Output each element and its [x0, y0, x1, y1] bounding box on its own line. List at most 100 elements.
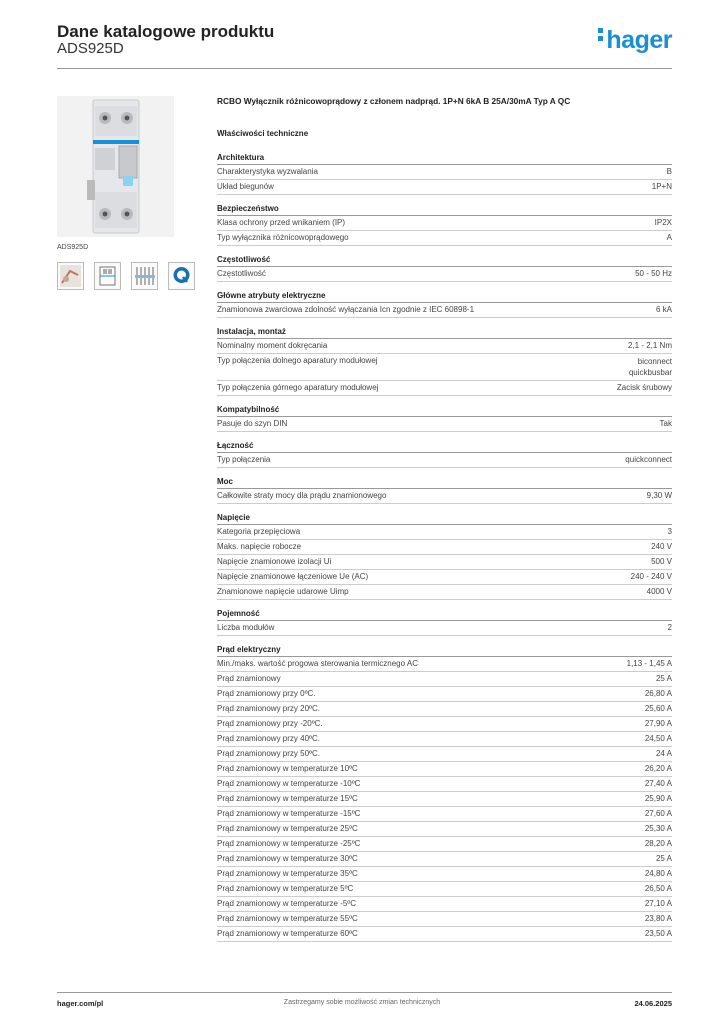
spec-value-line: 25,90 A — [644, 794, 672, 803]
spec-row: Całkowite straty mocy dla prądu znamiono… — [217, 489, 672, 504]
spec-row: Prąd znamionowy w temperaturze 30ºC 25 A — [217, 852, 672, 867]
spec-row: Prąd znamionowy przy -20ºC.27,90 A — [217, 717, 672, 732]
spec-label: Prąd znamionowy w temperaturze 60ºC — [217, 929, 358, 938]
spec-value: Zacisk śrubowy — [617, 381, 672, 395]
spec-value: 4000 V — [647, 585, 672, 599]
spec-row: Klasa ochrony przed wnikaniem (IP) IP2X — [217, 216, 672, 231]
spec-value: 27,90 A — [645, 717, 672, 731]
thumbnail-wiring-photo[interactable] — [57, 262, 84, 290]
spec-value: 500 V — [651, 555, 672, 569]
thumbnail-mounting-diagram[interactable] — [94, 262, 121, 290]
spec-label: Typ wyłącznika różnicowoprądowego — [217, 233, 349, 242]
spec-value-line: 26,20 A — [644, 764, 672, 773]
spec-label: Prąd znamionowy w temperaturze 10ºC — [217, 764, 358, 773]
spec-row: Prąd znamionowy w temperaturze 5ºC 26,50 … — [217, 882, 672, 897]
spec-value-line: B — [666, 167, 672, 176]
spec-value: 26,50 A — [645, 882, 672, 896]
spec-label: Prąd znamionowy przy 50ºC. — [217, 749, 320, 758]
spec-group-title: Łączność — [217, 441, 672, 453]
spec-value-line: 23,50 A — [644, 929, 672, 938]
spec-value: 2,1 - 2,1 Nm — [628, 339, 672, 353]
footer-website-link[interactable]: hager.com/pl — [57, 999, 104, 1008]
spec-label: Typ połączenia górnego aparatury modułow… — [217, 383, 379, 392]
spec-value-line: 6 kA — [655, 305, 672, 314]
spec-label: Klasa ochrony przed wnikaniem (IP) — [217, 218, 346, 227]
spec-label: Pasuje do szyn DIN — [217, 419, 288, 428]
spec-value-line: 28,20 A — [644, 839, 672, 848]
spec-label: Prąd znamionowy — [217, 674, 281, 683]
spec-value-line: 25,30 A — [644, 824, 672, 833]
spec-value: 240 - 240 V — [631, 570, 672, 584]
spec-group-title: Architektura — [217, 153, 672, 165]
product-description: RCBO Wyłącznik różnicowoprądowy z człone… — [217, 96, 571, 106]
spec-value-line: 50 - 50 Hz — [635, 269, 672, 278]
thumbnail-quality-certificate[interactable] — [168, 262, 195, 290]
spec-label: Prąd znamionowy w temperaturze 35ºC — [217, 869, 358, 878]
spec-label: Prąd znamionowy w temperaturze 30ºC — [217, 854, 358, 863]
spec-label: Liczba modułów — [217, 623, 275, 632]
logo-dots-icon — [598, 28, 604, 44]
spec-label: Min./maks. wartość progowa sterowania te… — [217, 659, 418, 668]
spec-value: 27,10 A — [645, 897, 672, 911]
spec-row: Znamionowa zwarciowa zdolność wyłączania… — [217, 303, 672, 318]
spec-value-line: 2,1 - 2,1 Nm — [627, 341, 672, 350]
thumbnail-busbar-diagram[interactable] — [131, 262, 158, 290]
spec-label: Napięcie znamionowe łączeniowe Ue (AC) — [217, 572, 369, 581]
spec-row: Min./maks. wartość progowa sterowania te… — [217, 657, 672, 672]
spec-value-line: 240 - 240 V — [630, 572, 672, 581]
spec-label: Znamionowe napięcie udarowe Uimp — [217, 587, 349, 596]
spec-value: 27,40 A — [645, 777, 672, 791]
spec-value-line: 9,30 W — [646, 491, 672, 500]
spec-value: 24,80 A — [645, 867, 672, 881]
spec-content: RCBO Wyłącznik różnicowoprądowy z człone… — [217, 96, 672, 951]
spec-label: Prąd znamionowy w temperaturze -5ºC — [217, 899, 356, 908]
spec-group-title: Bezpieczeństwo — [217, 204, 672, 216]
spec-value-line: 24,50 A — [644, 734, 672, 743]
spec-label: Prąd znamionowy przy 40ºC. — [217, 734, 320, 743]
spec-label: Prąd znamionowy w temperaturze 5ºC — [217, 884, 354, 893]
busbar-diagram-icon — [135, 267, 155, 285]
section-title: Właściwości techniczne — [217, 129, 309, 138]
spec-value: IP2X — [655, 216, 672, 230]
spec-row: Prąd znamionowy przy 0ºC.26,80 A — [217, 687, 672, 702]
rcbo-device-image — [57, 96, 174, 237]
spec-row: Prąd znamionowy przy 20ºC.25,60 A — [217, 702, 672, 717]
spec-value-line: quickbusbar — [628, 368, 672, 377]
header-divider — [57, 68, 672, 69]
spec-value: 240 V — [651, 540, 672, 554]
hager-logo[interactable]: hager — [598, 26, 672, 55]
spec-value-line: 27,90 A — [644, 719, 672, 728]
spec-row: Prąd znamionowy w temperaturze 35ºC 24,80… — [217, 867, 672, 882]
spec-label: Układ biegunów — [217, 182, 274, 191]
footer-divider — [57, 992, 672, 993]
spec-value: 25,90 A — [645, 792, 672, 806]
spec-row: Typ połączenia dolnego aparatury modułow… — [217, 354, 672, 381]
spec-value: 6 kA — [656, 303, 672, 317]
spec-value: Tak — [660, 417, 672, 431]
spec-value: 25 A — [656, 672, 672, 686]
spec-value: 25 A — [656, 852, 672, 866]
spec-label: Charakterystyka wyzwalania — [217, 167, 318, 176]
spec-label: Typ połączenia dolnego aparatury modułow… — [217, 356, 378, 365]
wiring-photo-icon — [60, 265, 81, 287]
spec-group-title: Moc — [217, 477, 672, 489]
spec-value: 50 - 50 Hz — [635, 267, 672, 281]
spec-label: Prąd znamionowy w temperaturze 15ºC — [217, 794, 358, 803]
spec-row: Charakterystyka wyzwalania B — [217, 165, 672, 180]
spec-value-line: 27,60 A — [644, 809, 672, 818]
